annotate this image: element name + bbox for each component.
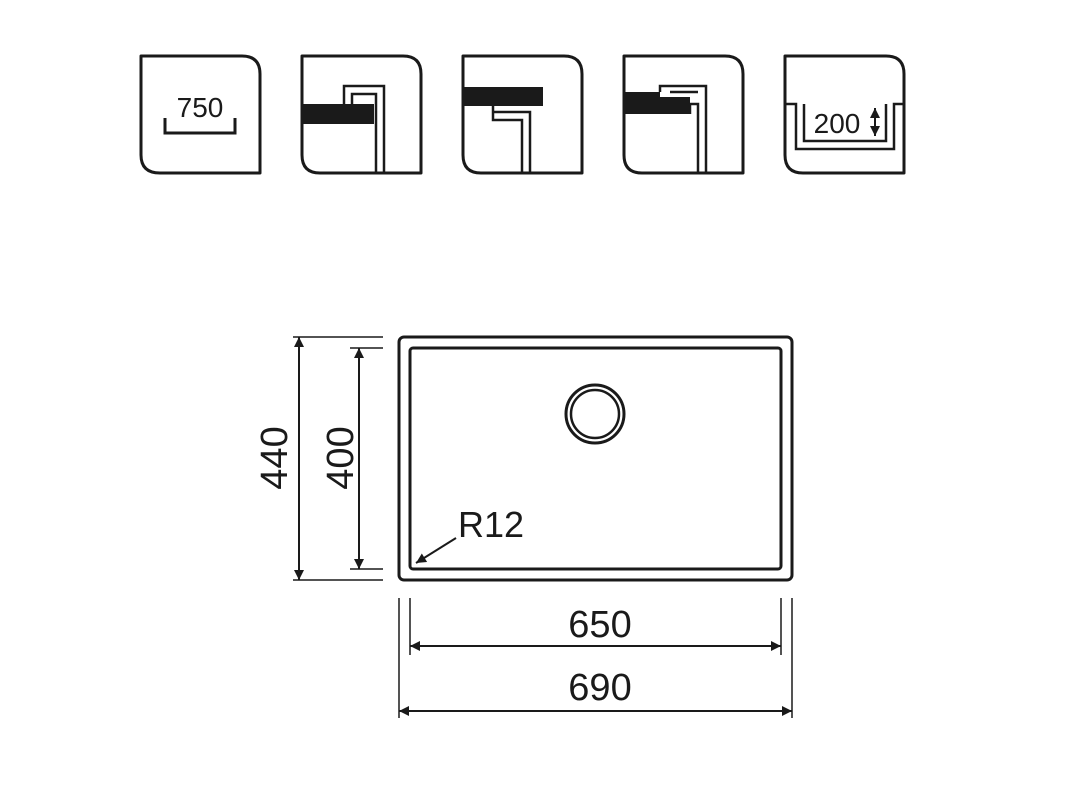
inner-height-dimension: 400 [320, 347, 383, 570]
cabinet-size-icon: 750 [139, 54, 262, 175]
cabinet-size-value: 750 [177, 92, 224, 123]
inset-mount-icon [461, 54, 584, 175]
drain-outer-ring [564, 383, 626, 445]
inner-height-label: 400 [320, 426, 362, 489]
depth-value: 200 [814, 108, 861, 139]
outer-width-dimension: 690 [398, 598, 793, 718]
inner-width-label: 650 [568, 604, 631, 646]
flush-mount-icon [622, 54, 745, 175]
undermount-icon [300, 54, 423, 175]
sink-inner-bowl [408, 346, 783, 571]
outer-width-label: 690 [568, 667, 631, 709]
bowl-depth-icon: 200 [783, 54, 906, 175]
outer-height-dimension: 440 [254, 336, 383, 581]
inner-width-dimension: 650 [409, 598, 782, 655]
sink-top-view [397, 335, 794, 582]
radius-callout: R12 [415, 504, 524, 564]
sink-outer-outline [397, 335, 794, 582]
radius-label: R12 [458, 504, 524, 545]
outer-height-label: 440 [254, 426, 296, 489]
drain-inner-ring [569, 388, 621, 440]
